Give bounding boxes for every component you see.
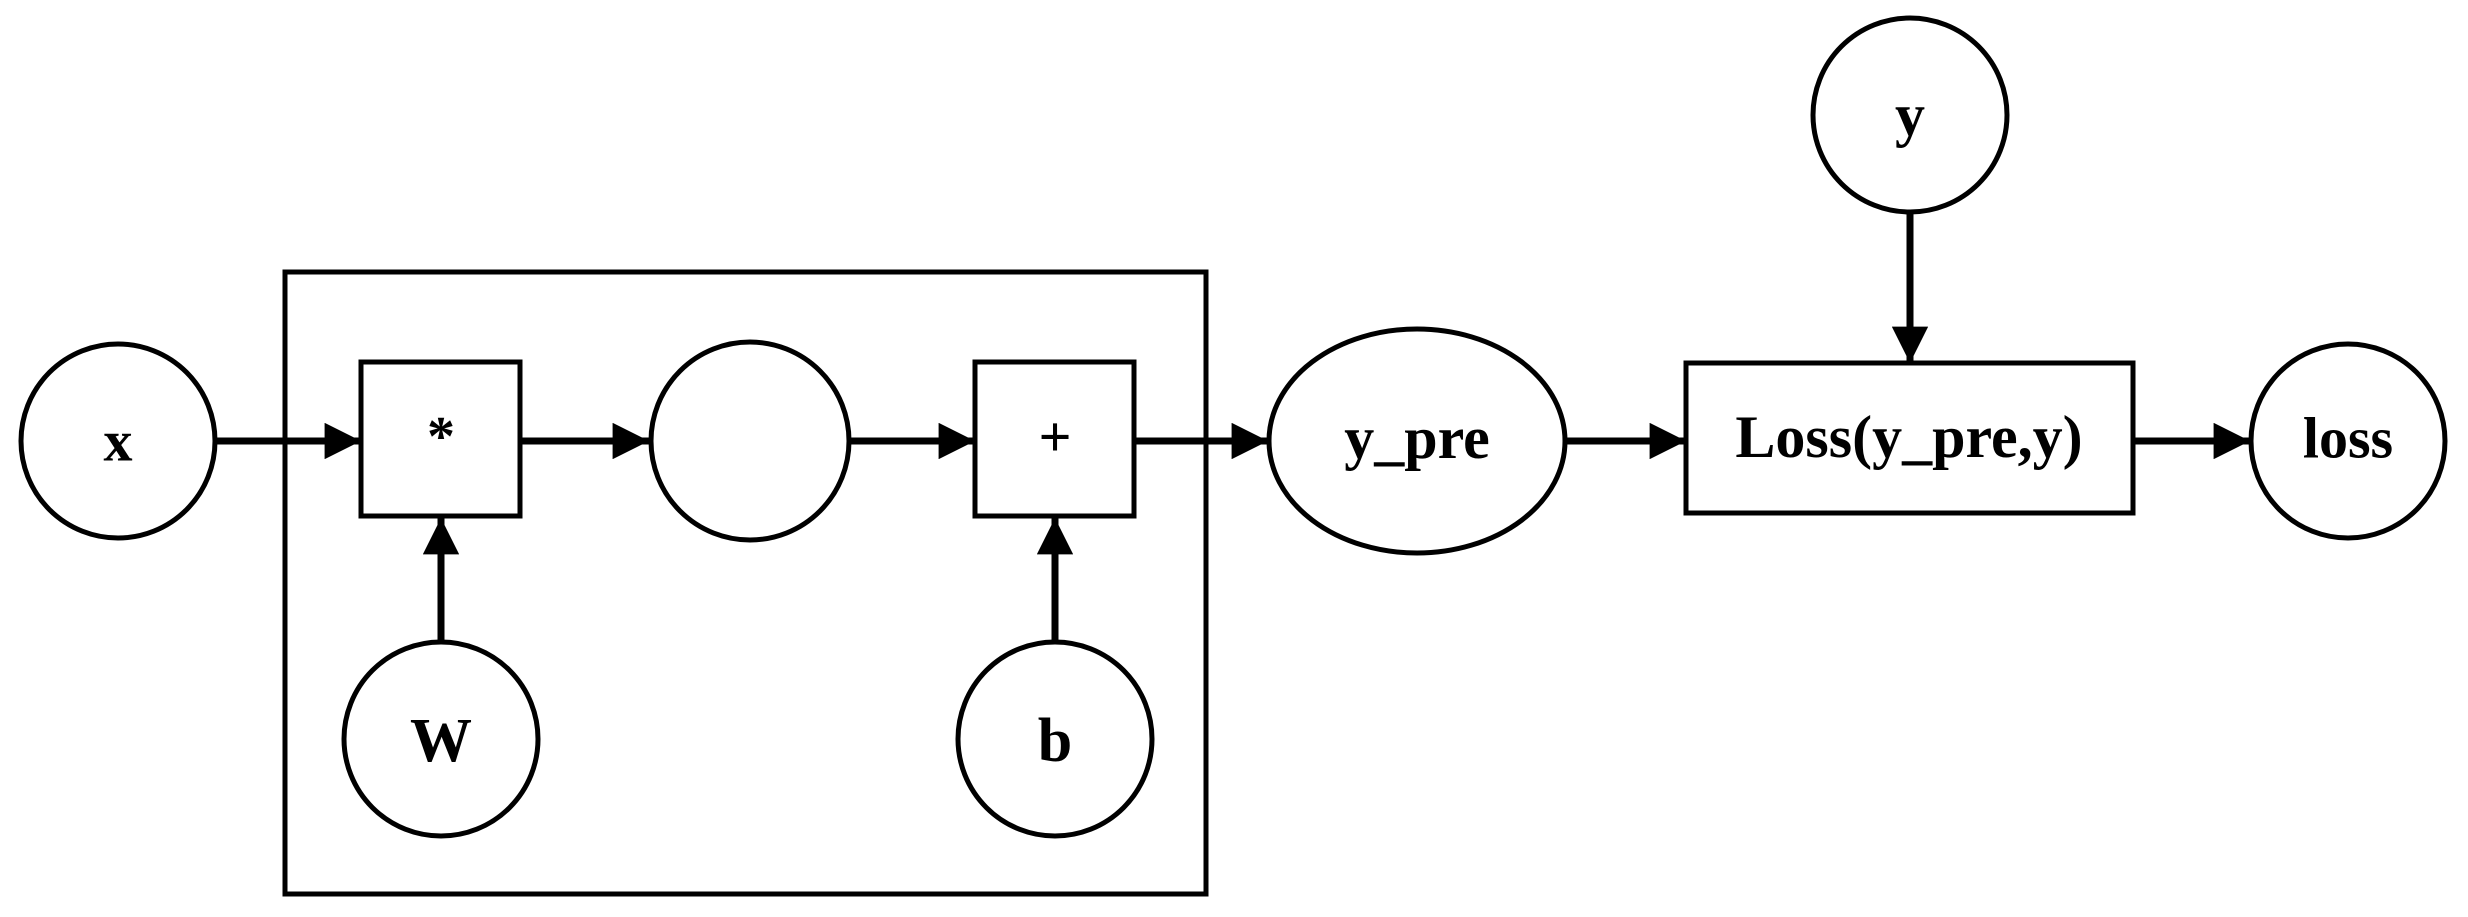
node-add: + (972, 359, 1137, 519)
node-target-label: y (1895, 82, 1925, 148)
node-bias: b (955, 639, 1155, 839)
node-x-label: x (104, 409, 133, 474)
node-weight-label: W (410, 707, 472, 775)
node-intermediate (648, 339, 852, 543)
add-operator-label: + (1038, 405, 1071, 470)
node-loss-function-label: Loss(y_pre,y) (1735, 404, 2082, 470)
node-multiply: * (358, 359, 523, 519)
node-x: x (18, 341, 218, 541)
linear-model-frame (282, 269, 1209, 897)
node-target: y (1810, 15, 2010, 215)
node-loss-function: Loss(y_pre,y) (1683, 360, 2136, 516)
node-loss: loss (2248, 341, 2448, 541)
multiply-operator-label: * (427, 406, 455, 468)
node-weight: W (341, 639, 541, 839)
node-bias-label: b (1038, 707, 1072, 775)
node-loss-label: loss (2303, 406, 2393, 471)
node-prediction: y_pre (1266, 326, 1568, 556)
node-prediction-label: y_pre (1344, 405, 1490, 471)
